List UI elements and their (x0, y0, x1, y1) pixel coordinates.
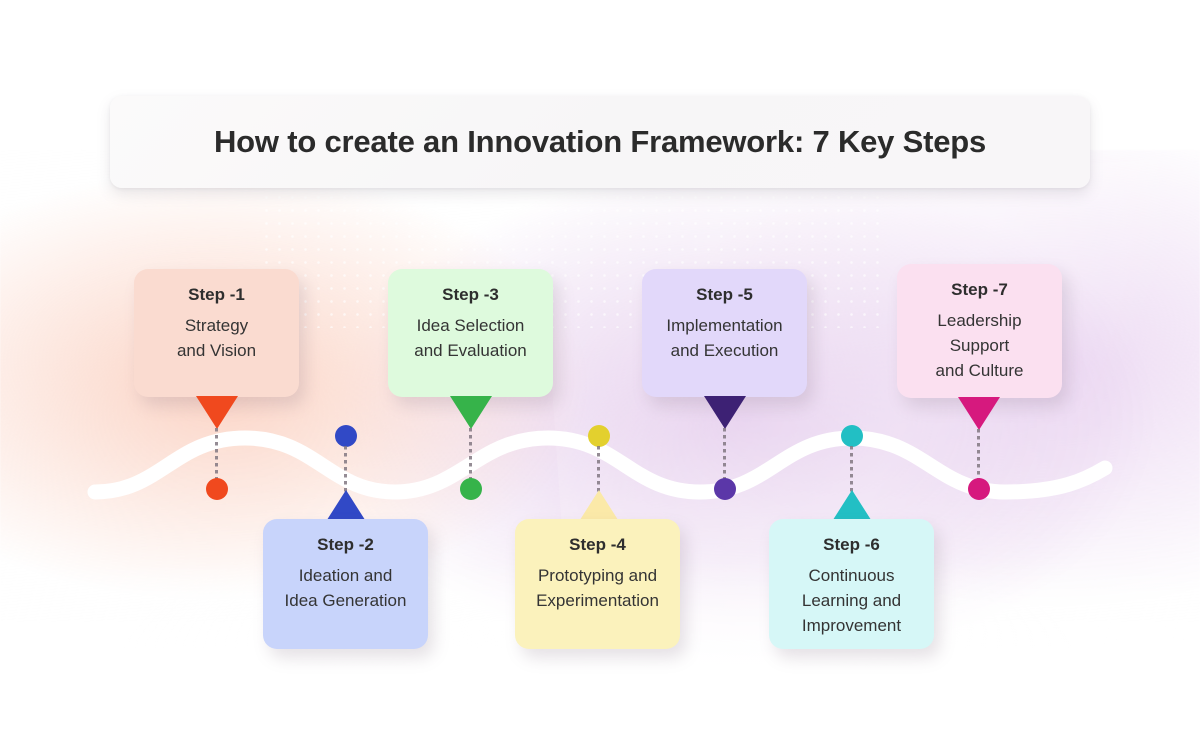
step-5-pointer-icon (704, 396, 746, 429)
step-2-title: Ideation and Idea Generation (284, 566, 407, 611)
step-4-pointer-icon (578, 490, 620, 523)
step-6-pointer-icon (831, 490, 873, 523)
title-panel: How to create an Innovation Framework: 7… (110, 96, 1090, 188)
step-3-title: Idea Selection and Evaluation (414, 316, 527, 361)
step-3-node[interactable] (460, 478, 482, 500)
step-2-pointer-icon (325, 490, 367, 523)
step-1-card[interactable]: Step -1 Strategy and Vision (134, 269, 299, 397)
step-7-number: Step -7 (951, 280, 1008, 299)
step-5-card[interactable]: Step -5 Implementation and Execution (642, 269, 807, 397)
step-5-connector (723, 428, 726, 488)
step-3-pointer-icon (450, 396, 492, 429)
step-7-pointer-icon (958, 397, 1000, 430)
page-title: How to create an Innovation Framework: 7… (213, 124, 987, 159)
step-3-card[interactable]: Step -3 Idea Selection and Evaluation (388, 269, 553, 397)
step-4-number: Step -4 (569, 535, 626, 554)
step-3-number: Step -3 (442, 285, 499, 304)
step-3-connector (469, 428, 472, 488)
step-1-node[interactable] (206, 478, 228, 500)
step-7-node[interactable] (968, 478, 990, 500)
step-6-number: Step -6 (823, 535, 880, 554)
step-4-connector (597, 446, 600, 494)
step-4-node[interactable] (588, 425, 610, 447)
step-2-card[interactable]: Step -2 Ideation and Idea Generation (263, 519, 428, 649)
step-7-card[interactable]: Step -7 Leadership Support and Culture (897, 264, 1062, 398)
step-2-connector (344, 446, 347, 494)
step-1-connector (215, 428, 218, 488)
step-5-title: Implementation and Execution (666, 316, 783, 361)
step-1-number: Step -1 (188, 285, 245, 304)
step-6-node[interactable] (841, 425, 863, 447)
step-5-node[interactable] (714, 478, 736, 500)
step-2-number: Step -2 (317, 535, 374, 554)
step-1-pointer-icon (196, 396, 238, 429)
step-2-node[interactable] (335, 425, 357, 447)
step-4-card[interactable]: Step -4 Prototyping and Experimentation (515, 519, 680, 649)
step-6-card[interactable]: Step -6 Continuous Learning and Improvem… (769, 519, 934, 649)
step-4-title: Prototyping and Experimentation (536, 566, 659, 611)
step-7-title: Leadership Support and Culture (935, 311, 1024, 380)
step-7-connector (977, 429, 980, 488)
step-6-connector (850, 446, 853, 494)
step-5-number: Step -5 (696, 285, 753, 304)
step-6-title: Continuous Learning and Improvement (801, 566, 902, 635)
step-1-title: Strategy and Vision (176, 316, 257, 361)
